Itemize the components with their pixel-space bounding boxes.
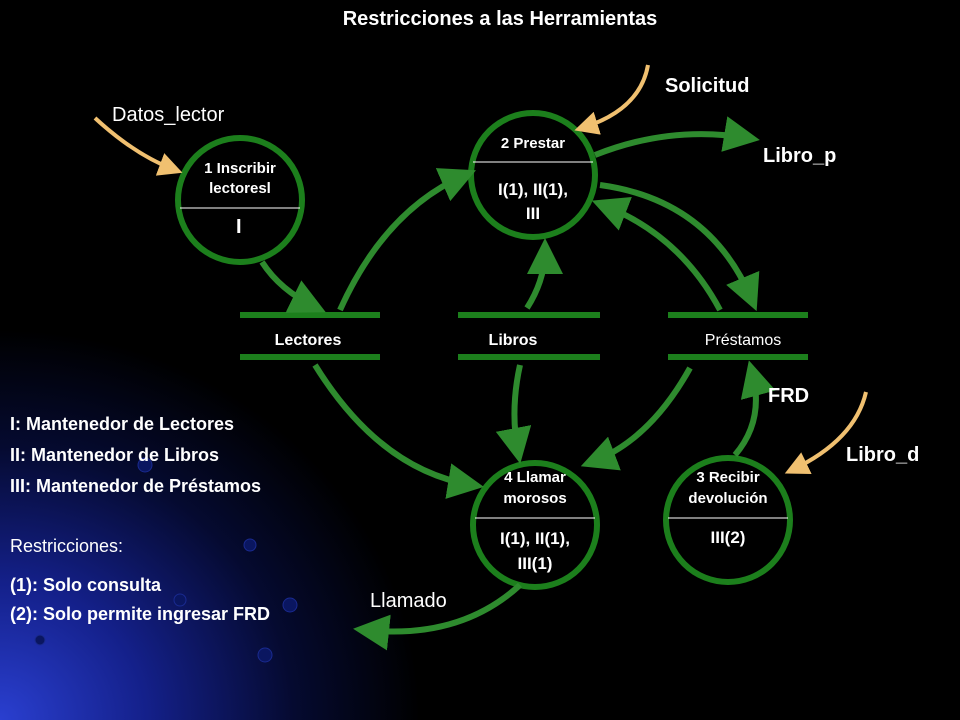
flow-p4-llamado <box>353 582 523 651</box>
store-lectores-label: Lectores <box>274 332 342 349</box>
process-2-restriction-line1: I(1), II(1), <box>498 180 568 199</box>
legend-restriction-1: (1): Solo consulta <box>10 575 162 595</box>
decorative-dots <box>34 457 298 663</box>
process-1-restriction: I <box>236 216 242 238</box>
process-4-name-line1: 4 Llamar <box>504 469 566 486</box>
process-3-restriction: III(2) <box>710 528 746 547</box>
store-prestamos-label: Préstamos <box>704 332 782 349</box>
store-libros-label: Libros <box>488 332 538 349</box>
label-libro-d: Libro_d <box>846 444 920 466</box>
process-1-name-line2: lectoresl <box>209 180 271 197</box>
legend-item-2: II: Mantenedor de Libros <box>10 445 220 465</box>
process-4-name-line2: morosos <box>503 490 567 507</box>
flow-libros-to-p4 <box>495 364 532 464</box>
page-title: Restricciones a las Herramientas <box>342 8 658 30</box>
process-3-name-line1: 3 Recibir <box>696 469 760 486</box>
label-frd: FRD <box>768 385 810 407</box>
process-1-name-line1: 1 Inscribir <box>204 160 276 177</box>
flow-solicitud <box>574 64 650 135</box>
flow-p1-to-lectores <box>259 260 326 313</box>
legend-item-3: III: Mantenedor de Préstamos <box>10 476 262 496</box>
flow-p3-to-prestamos <box>732 360 776 457</box>
process-1-circle <box>175 135 305 265</box>
legend-restriction-2: (2): Solo permite ingresar FRD <box>10 604 271 624</box>
process-2-restriction-line2: III <box>525 204 541 223</box>
legend-item-1: I: Mantenedor de Lectores <box>10 414 235 434</box>
label-llamado: Llamado <box>370 590 447 612</box>
flow-prestamos-to-p4 <box>580 366 693 471</box>
legend-restrictions-label: Restricciones: <box>10 536 124 556</box>
flow-libros-to-p2 <box>524 238 563 310</box>
label-datos-lector: Datos_lector <box>112 104 225 126</box>
flow-lectores-to-p4 <box>312 363 484 499</box>
label-libro-p: Libro_p <box>763 145 837 167</box>
flow-prestamos-to-p2 <box>591 196 723 312</box>
flow-lectores-to-p2 <box>337 168 476 312</box>
flow-libro-d <box>784 391 868 474</box>
process-4-restriction-line1: I(1), II(1), <box>500 529 570 548</box>
process-4-restriction-line2: III(1) <box>517 554 553 573</box>
label-solicitud: Solicitud <box>665 75 750 97</box>
process-2-name: 2 Prestar <box>500 135 566 152</box>
flow-datos-lector <box>93 116 183 176</box>
process-3-name-line2: devolución <box>688 490 768 507</box>
flow-p2-libro-p <box>593 116 760 158</box>
process-3-circle <box>663 455 793 585</box>
process-4-circle <box>470 460 600 590</box>
flow-p2-to-prestamos <box>599 182 760 312</box>
